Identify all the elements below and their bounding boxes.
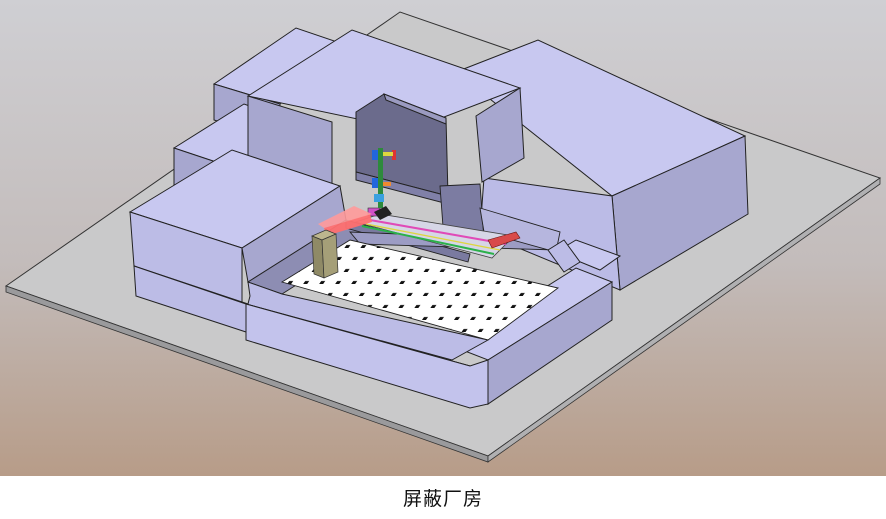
rail-track (354, 207, 521, 259)
source-assembly (311, 206, 372, 279)
central-tower (246, 29, 525, 205)
front-left-block (128, 149, 347, 305)
pit-front-walls (133, 265, 490, 409)
cad-render (0, 0, 886, 476)
figure-caption: 屏蔽厂房 (402, 488, 483, 510)
robot-arm (372, 148, 396, 220)
